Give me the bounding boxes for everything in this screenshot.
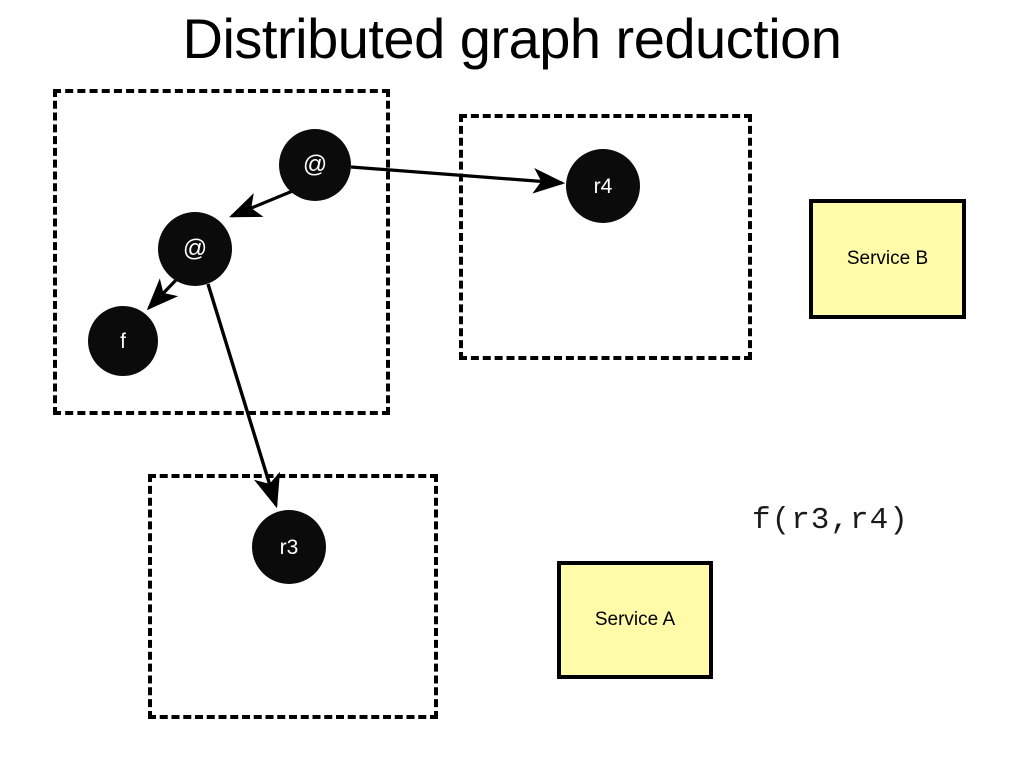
- expression-text: f(r3,r4): [752, 503, 909, 538]
- page-title: Distributed graph reduction: [182, 7, 842, 70]
- node-at-mid-label: @: [182, 235, 208, 262]
- node-f-label: f: [120, 329, 126, 353]
- service-box-a-label: Service A: [594, 609, 676, 630]
- node-r3[interactable]: r3: [252, 510, 326, 584]
- node-r3-label: r3: [279, 535, 299, 559]
- node-at-top[interactable]: @: [279, 129, 351, 201]
- node-f[interactable]: f: [88, 306, 158, 376]
- node-at-top-label: @: [302, 151, 328, 178]
- service-box-b[interactable]: Service B: [809, 199, 966, 319]
- region-box-2: [459, 114, 752, 360]
- node-at-mid[interactable]: @: [158, 212, 232, 286]
- service-box-b-label: Service B: [846, 248, 929, 269]
- node-r4-label: r4: [593, 174, 613, 198]
- service-box-a[interactable]: Service A: [557, 561, 713, 679]
- region-box-3: [148, 474, 438, 719]
- node-r4[interactable]: r4: [566, 149, 640, 223]
